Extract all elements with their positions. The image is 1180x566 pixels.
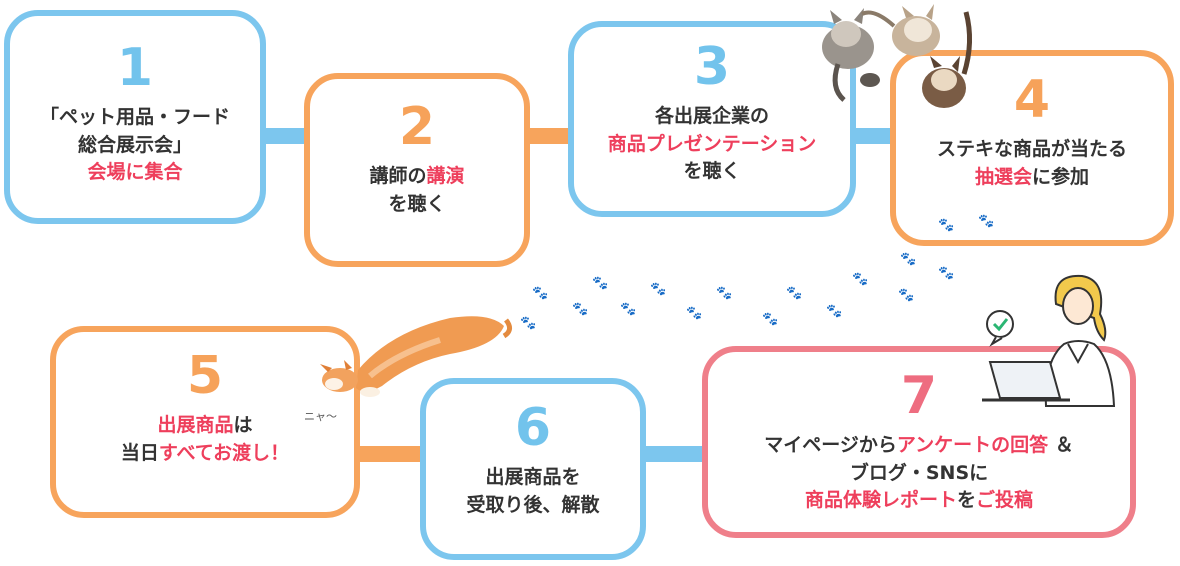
step-text-line: 出展商品は: [121, 412, 289, 440]
step-text-line: 受取り後、解散: [466, 492, 599, 520]
connector-3-4: [852, 128, 894, 144]
paw-icon: 🐾: [686, 306, 703, 321]
highlight-text: 会場に集合: [87, 161, 183, 184]
step-text-segment: 総合展示会」: [77, 133, 192, 156]
highlight-text: 商品プレゼンテーション: [607, 132, 817, 155]
highlight-text: 講演: [426, 165, 465, 187]
step-text-line: を聴く: [369, 191, 464, 219]
step-text-segment: ブログ・SNSに: [849, 461, 989, 484]
step-text-line: 講師の講演: [369, 163, 464, 191]
highlight-text: 抽選会: [974, 165, 1032, 188]
step-text-segment: に参加: [1031, 165, 1089, 188]
paw-icon: 🐾: [938, 218, 955, 233]
highlight-text: アンケートの回答: [896, 434, 1049, 456]
paw-icon: 🐾: [786, 286, 803, 301]
paw-icon: 🐾: [520, 316, 537, 331]
step-text-line: 各出展企業の: [608, 103, 817, 131]
step-text: 講師の講演を聴く: [369, 163, 464, 218]
paw-icon: 🐾: [898, 288, 915, 303]
paw-icon: 🐾: [978, 214, 995, 229]
step-text: 出展商品を受取り後、解散: [466, 464, 599, 519]
woman-laptop-illustration: [982, 274, 1116, 407]
step-text-line: 「ペット用品・フード: [40, 104, 230, 132]
paw-icon: 🐾: [938, 266, 955, 281]
step-text-segment: 「ペット用品・フード: [39, 106, 230, 128]
paw-icon: 🐾: [716, 286, 733, 301]
step-text: マイページからアンケートの回答 ＆ブログ・SNSに商品体験レポートをご投稿: [764, 432, 1074, 515]
step-text: ステキな商品が当たる抽選会に参加: [937, 136, 1127, 191]
step-text-segment: を聴く: [683, 160, 741, 183]
paw-icon: 🐾: [620, 302, 637, 317]
connector-2-3: [526, 128, 572, 144]
step-text-segment: ステキな商品が当たる: [936, 138, 1127, 160]
step-text-segment: を: [956, 489, 976, 512]
step-card-1: 1「ペット用品・フード総合展示会」会場に集合: [4, 10, 266, 224]
cat-meow-text: ニャ〜: [304, 410, 337, 423]
step-text-line: マイページからアンケートの回答 ＆: [764, 432, 1074, 460]
highlight-text: すべてお渡し！: [158, 441, 290, 464]
orange-cat-illustration: [320, 316, 512, 397]
step-text-segment: ＆: [1048, 434, 1074, 456]
paw-icon: 🐾: [532, 286, 549, 301]
step-text-segment: 受取り後、解散: [466, 493, 600, 516]
step-text-segment: を聴く: [388, 192, 446, 215]
paw-icon: 🐾: [762, 312, 779, 327]
step-number: 3: [693, 37, 731, 97]
step-text-segment: は: [233, 414, 253, 436]
paw-icon: 🐾: [900, 252, 917, 267]
step-text-line: 商品体験レポートをご投稿: [764, 487, 1074, 515]
highlight-text: ご投稿: [976, 489, 1034, 512]
step-text-line: ステキな商品が当たる: [937, 136, 1127, 164]
step-number: 7: [900, 366, 938, 426]
step-text-line: 会場に集合: [40, 159, 230, 187]
step-text-segment: 各出展企業の: [654, 105, 769, 127]
paw-icon: 🐾: [650, 282, 667, 297]
step-text-line: 抽選会に参加: [937, 164, 1127, 192]
step-text-line: 商品プレゼンテーション: [608, 131, 817, 159]
step-card-6: 6 出展商品を受取り後、解散: [420, 378, 646, 560]
paw-icon: 🐾: [572, 302, 589, 317]
step-number: 2: [398, 97, 436, 157]
step-text: 「ペット用品・フード総合展示会」会場に集合: [40, 104, 230, 187]
step-text-line: 当日すべてお渡し！: [121, 440, 289, 468]
step-text-line: 出展商品を: [466, 464, 599, 492]
step-text-line: ブログ・SNSに: [764, 460, 1074, 488]
paw-icon: 🐾: [826, 304, 843, 319]
step-text-segment: 講師の: [369, 165, 427, 187]
step-text-segment: マイページから: [764, 434, 897, 456]
connector-6-7: [642, 446, 706, 462]
step-text: 出展商品は当日すべてお渡し！: [121, 412, 289, 467]
connector-5-6: [356, 446, 424, 462]
highlight-text: 出展商品: [157, 414, 234, 436]
step-number: 6: [514, 398, 552, 458]
kittens-illustration: [822, 4, 972, 108]
paw-icon: 🐾: [592, 276, 609, 291]
paw-icon: 🐾: [852, 272, 869, 287]
step-text: 各出展企業の商品プレゼンテーションを聴く: [608, 103, 817, 186]
step-text-line: 総合展示会」: [40, 132, 230, 160]
step-text-segment: 当日: [120, 441, 159, 464]
connector-1-2: [262, 128, 308, 144]
step-number: 1: [116, 38, 154, 98]
step-number: 4: [1013, 70, 1051, 130]
highlight-text: 商品体験レポート: [804, 489, 957, 512]
step-text-segment: 出展商品を: [485, 466, 581, 488]
step-text-line: を聴く: [608, 158, 817, 186]
step-number: 5: [186, 346, 224, 406]
